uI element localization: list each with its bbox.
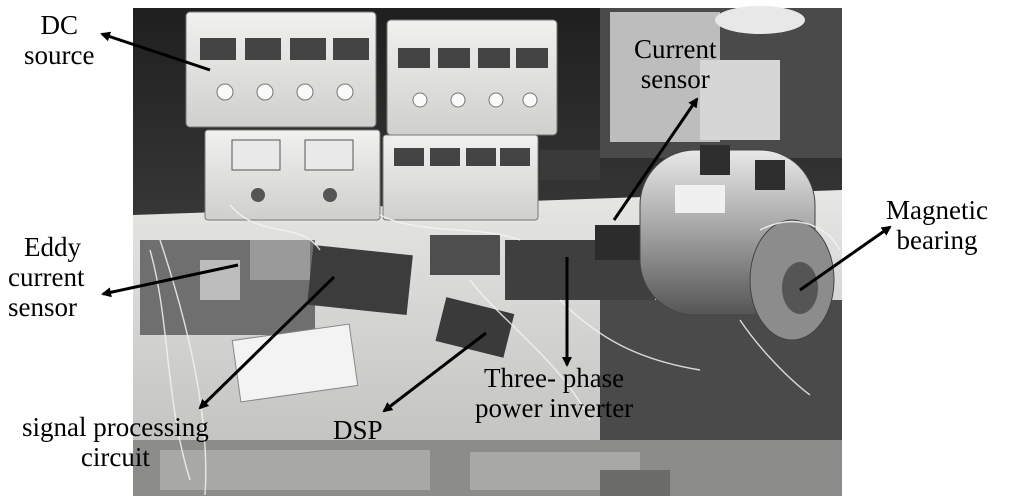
label-signal-processing-circuit: signal processing circuit xyxy=(22,412,209,472)
label-magnetic-bearing: Magnetic bearing xyxy=(886,195,988,255)
photo-dc-supplies xyxy=(185,11,558,221)
label-power-inverter: Three- phase power inverter xyxy=(475,363,634,423)
label-eddy-current-sensor: Eddy current sensor xyxy=(8,232,85,322)
label-dc-source: DC source xyxy=(24,10,95,70)
label-dsp: DSP xyxy=(333,415,383,445)
label-current-sensor: Current sensor xyxy=(634,34,717,94)
